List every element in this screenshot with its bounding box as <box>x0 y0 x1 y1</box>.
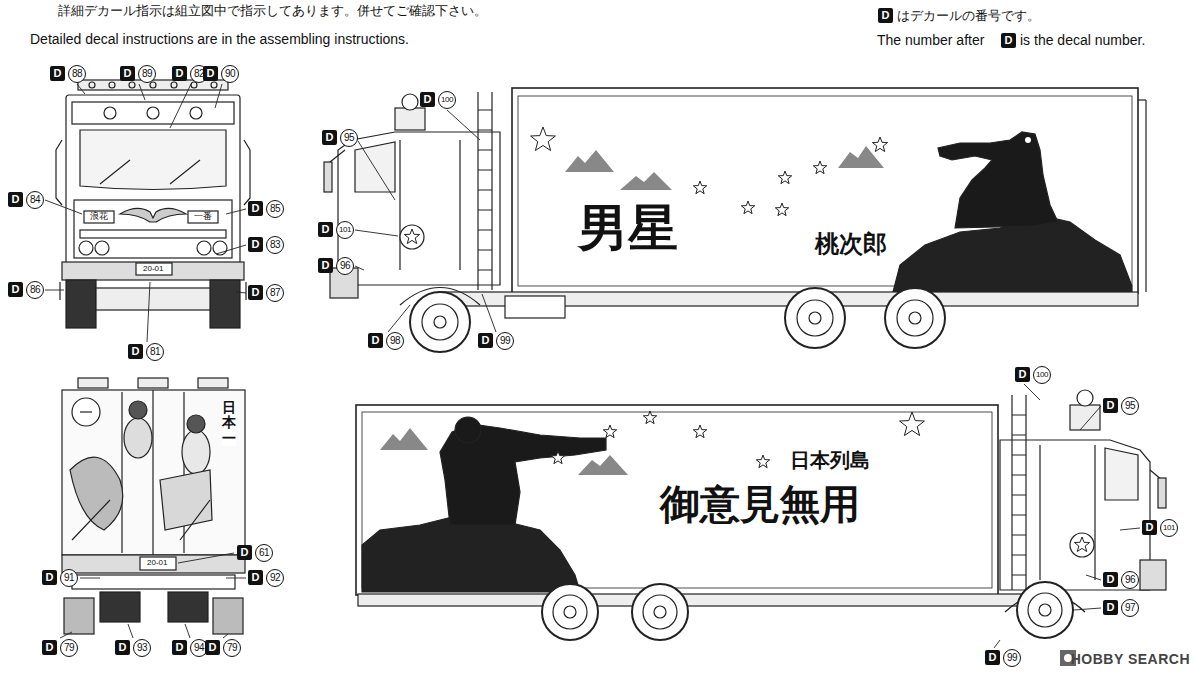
star-shape <box>1074 537 1089 552</box>
note-text: 詳細デカール指示は組立図中で指示してあります。併せてご確認下さい。 <box>58 4 487 17</box>
note-text: The number after <box>877 33 984 47</box>
decal-marker: D <box>1015 367 1030 382</box>
callout-number: 84 <box>26 191 44 209</box>
decal-marker: D <box>1103 600 1118 615</box>
decal-marker: D <box>8 282 23 297</box>
callout-number: 87 <box>266 284 284 302</box>
callout-number: 100 <box>438 91 456 109</box>
plate-text: 20-01 <box>143 265 163 273</box>
decal-marker: D <box>878 8 893 23</box>
decal-marker: D <box>1103 572 1118 587</box>
callout-number: 88 <box>68 65 86 83</box>
star-shape <box>813 161 826 174</box>
decal-marker: D <box>318 222 333 237</box>
star-shape <box>693 425 706 438</box>
side-view-bottom <box>356 390 1166 640</box>
plate-text: 20-01 <box>147 559 167 567</box>
callout-number: 101 <box>336 221 354 239</box>
truck-lettering: 御意見無用 <box>660 485 860 525</box>
decal-marker: D <box>8 192 23 207</box>
decal-marker: D <box>42 570 57 585</box>
callout-number: 79 <box>60 639 78 657</box>
decal-marker: D <box>50 66 65 81</box>
star-shape <box>741 201 754 214</box>
decal-marker: D <box>203 66 218 81</box>
note-text: is the decal number. <box>1020 33 1145 47</box>
rear-view <box>62 378 245 634</box>
star-shape <box>872 137 887 152</box>
callout-number: 99 <box>496 332 514 350</box>
callout-number: 99 <box>1003 649 1021 667</box>
callout-number: 97 <box>1121 599 1139 617</box>
decal-marker: D <box>42 640 57 655</box>
plate-text: 一番 <box>194 212 212 221</box>
callout-number: 96 <box>336 257 354 275</box>
star-shape <box>900 412 925 436</box>
star-shape <box>778 171 791 184</box>
front-view <box>56 80 250 328</box>
callout-number: 95 <box>1121 397 1139 415</box>
callout-number: 98 <box>386 332 404 350</box>
callout-number: 81 <box>146 343 164 361</box>
callout-number: 96 <box>1121 571 1139 589</box>
decal-marker: D <box>128 344 143 359</box>
truck-lettering: 男星 <box>578 203 678 253</box>
star-shape <box>531 127 556 151</box>
callout-number: 91 <box>60 569 78 587</box>
truck-lettering: 桃次郎 <box>815 232 887 256</box>
decal-marker: D <box>248 237 263 252</box>
callout-number: 90 <box>221 65 239 83</box>
decal-marker: D <box>318 258 333 273</box>
callout-number: 83 <box>266 236 284 254</box>
truck-lettering: 日本一 <box>222 400 236 446</box>
truck-lettering: 日本列島 <box>790 450 870 470</box>
callout-number: 101 <box>1160 519 1178 537</box>
decal-marker: D <box>985 650 1000 665</box>
callout-number: 85 <box>266 200 284 218</box>
note-text: Detailed decal instructions are in the a… <box>30 32 409 46</box>
watermark-text: HOBBY SEARCH <box>1071 652 1190 666</box>
callout-number: 61 <box>255 544 273 562</box>
decal-marker: D <box>478 333 493 348</box>
callout-number: 79 <box>223 639 241 657</box>
star-shape <box>404 229 419 244</box>
star-shape <box>551 451 564 464</box>
callout-number: 95 <box>340 129 358 147</box>
star-group <box>404 127 1089 552</box>
note-text: はデカールの番号です。 <box>897 9 1040 22</box>
star-shape <box>643 411 656 424</box>
callout-number: 93 <box>133 639 151 657</box>
star-shape <box>603 425 616 438</box>
decal-marker: D <box>115 640 130 655</box>
decal-marker: D <box>248 570 263 585</box>
decal-marker: D <box>205 640 220 655</box>
callout-number: 92 <box>266 569 284 587</box>
decal-marker: D <box>1001 33 1016 48</box>
decal-marker: D <box>120 66 135 81</box>
decal-marker: D <box>248 285 263 300</box>
side-view-top <box>324 88 1146 352</box>
decal-marker: D <box>322 130 337 145</box>
callout-number: 89 <box>138 65 156 83</box>
star-shape <box>693 181 706 194</box>
decal-marker: D <box>1103 398 1118 413</box>
decal-marker: D <box>420 92 435 107</box>
decal-marker: D <box>172 66 187 81</box>
decal-marker: D <box>237 545 252 560</box>
star-shape <box>775 203 788 216</box>
plate-text: 浪花 <box>90 212 108 221</box>
star-shape <box>756 455 769 468</box>
leader-lines <box>45 84 1140 648</box>
decal-marker: D <box>248 201 263 216</box>
callout-number: 86 <box>26 281 44 299</box>
decal-marker: D <box>1142 520 1157 535</box>
callout-number: 100 <box>1033 366 1051 384</box>
decal-marker: D <box>172 640 187 655</box>
decal-marker: D <box>368 333 383 348</box>
